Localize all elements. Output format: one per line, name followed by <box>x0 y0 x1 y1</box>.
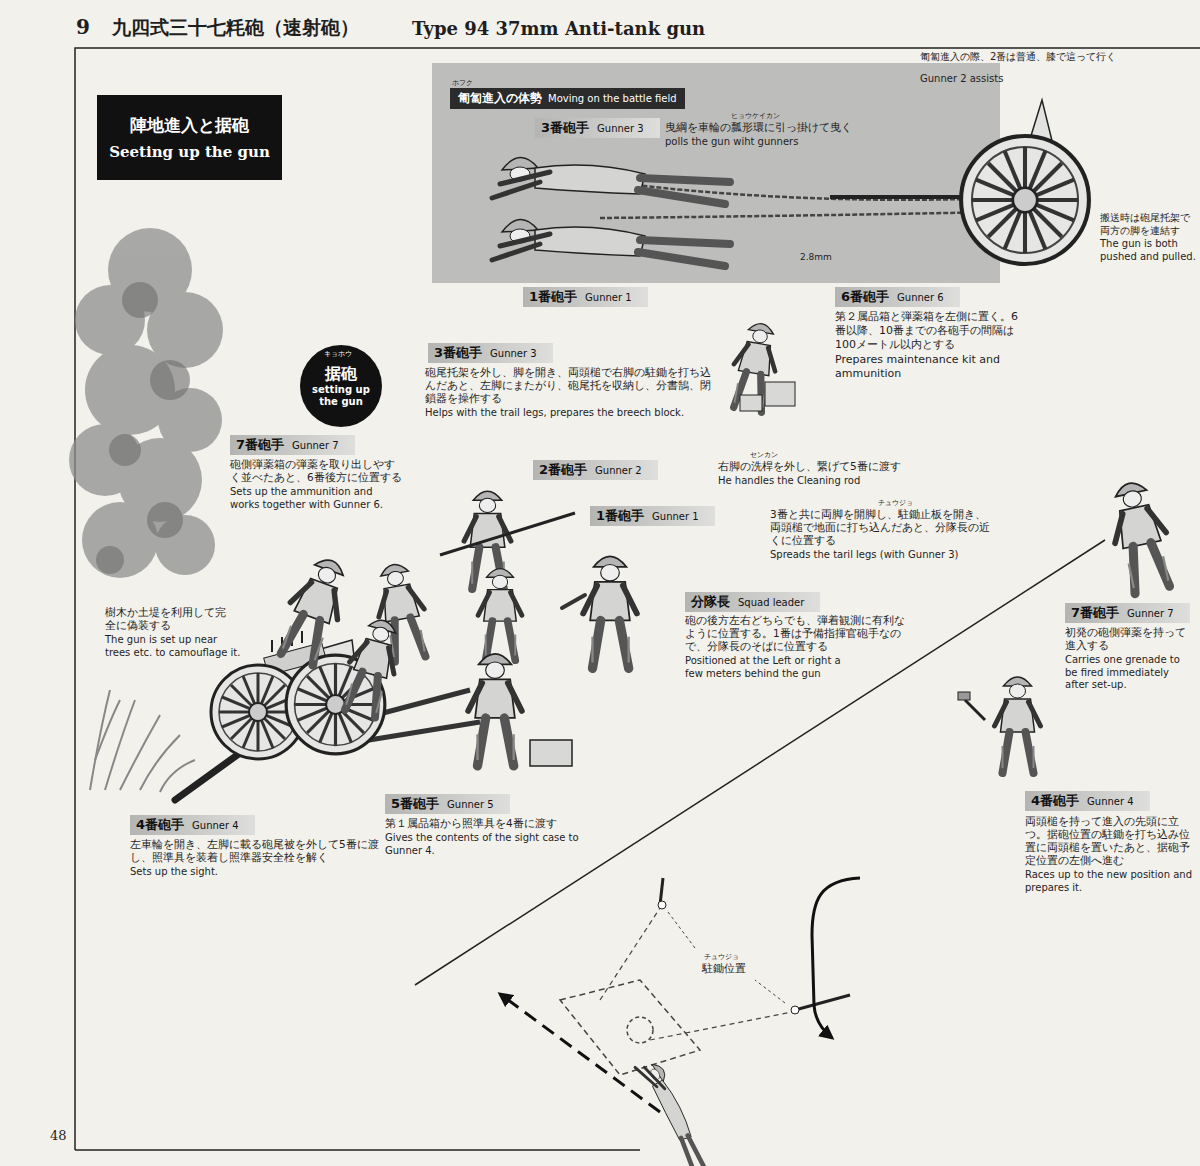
english-text: Gunner 1 <box>585 292 632 303</box>
duty-english: Spreads the taril legs (with Gunner 3) <box>770 549 990 562</box>
heading-text: 陣地進入と据砲 <box>130 114 249 137</box>
duty-text: 初発の砲側弾薬を持って進入する <box>1065 626 1195 652</box>
heading-text: 7番砲手 <box>1071 604 1119 622</box>
heading-text: 2番砲手 <box>539 461 587 479</box>
english-text: Gunner 2 <box>595 465 642 476</box>
duty-english: Carries one grenade to be fired immediat… <box>1065 654 1195 692</box>
english-text: Gunner 4 <box>1087 796 1134 807</box>
english-text: setting up the gun <box>312 384 370 408</box>
duty-english: polls the gun wiht gunners <box>665 136 798 149</box>
gunner-tab: 1番砲手 Gunner 1 <box>523 287 648 307</box>
note: 匍匐進入の際、2番は普通、膝で這って行く <box>920 51 1116 64</box>
heading-text: 4番砲手 <box>1031 792 1079 810</box>
gunner-tab: 4番砲手 Gunner 4 <box>130 815 255 835</box>
furigana: チュウジョ <box>878 499 913 508</box>
note-english: Gunner 2 assists <box>920 73 1003 86</box>
scene-panel: 匍匐進入の体勢 Moving on the battle field 3番砲手 Gun… <box>432 63 1000 283</box>
gunner-tab: 6番砲手 Gunner 6 <box>835 287 960 307</box>
panel-heading: 匍匐進入の体勢 Moving on the battle field <box>450 88 685 109</box>
furigana: センカン <box>750 451 778 460</box>
furigana: チュウジョ <box>704 953 739 962</box>
heading-text: 6番砲手 <box>841 288 889 306</box>
heading-text: 匍匐進入の体勢 <box>458 90 542 107</box>
page-title: 九四式三十七粍砲（速射砲） <box>112 16 359 40</box>
duty-english: Sets up the sight. <box>130 866 218 879</box>
position-label: 駐鋤位置 <box>702 962 746 976</box>
title-box: 陣地進入と据砲 Seeting up the gun <box>97 95 282 180</box>
english-text: Gunner 7 <box>292 440 339 451</box>
english-text: Gunner 5 <box>447 799 494 810</box>
english-text: Gunner 3 <box>490 348 537 359</box>
duty-english: Sets up the ammunition and works togethe… <box>230 486 405 511</box>
duty-text: 両頭槌を持って進入の先頭に立つ。据砲位置の駐鋤を打ち込み位置に両頭槌を置いたあと… <box>1025 815 1193 868</box>
duty-text: 第２属品箱と弾薬箱を左側に置く。6番以降、10番までの各砲手の間隔は100メート… <box>835 310 1025 351</box>
duty-english: He handles the Cleaning rod <box>718 475 860 488</box>
duty-text: 右脚の洗桿を外し、繋げて5番に渡す <box>718 460 901 473</box>
gunner-tab: 5番砲手 Gunner 5 <box>385 794 510 814</box>
duty-text: 砲の後方左右どちらでも、弾着観測に有利なように位置する。1番は予備指揮官砲手なの… <box>685 614 905 653</box>
english-text: Gunner 1 <box>652 511 699 522</box>
heading-text: 5番砲手 <box>391 795 439 813</box>
english-text: Seeting up the gun <box>109 143 270 161</box>
gunner-tab: 1番砲手 Gunner 1 <box>590 506 715 526</box>
furigana: キョホウ <box>324 350 352 359</box>
page-number: 48 <box>50 1128 67 1144</box>
gunner-tab: 7番砲手 Gunner 7 <box>230 435 355 455</box>
gunner-tab: 4番砲手 Gunner 4 <box>1025 791 1150 811</box>
gunner-tab: 2番砲手 Gunner 2 <box>533 460 658 480</box>
heading-text: 据砲 <box>325 364 357 383</box>
heading-text: 4番砲手 <box>136 816 184 834</box>
section-number: 9 <box>76 15 90 40</box>
duty-english: Prepares maintenance kit and ammunition <box>835 353 1025 381</box>
duty-english: Gives the contents of the sight case to … <box>385 832 585 857</box>
duty-english: Helps with the trail legs, prepares the … <box>425 407 725 420</box>
furigana: ホフク <box>452 79 473 88</box>
note-english: The gun is set up near trees etc. to cam… <box>105 634 245 659</box>
duty-text: 左車輪を開き、左脚に載る砲尾被を外して5番に渡し、照準具を装着し照準器安全栓を解… <box>130 838 380 864</box>
duty-english: Races up to the new position and prepare… <box>1025 869 1193 894</box>
duty-text: 砲側弾薬箱の弾薬を取り出しやすく並べたあと、6番後方に位置する <box>230 458 405 484</box>
english-text: Gunner 6 <box>897 292 944 303</box>
title-english: Type 94 37mm Anti-tank gun <box>412 18 705 41</box>
duty-text: 砲尾托架を外し、脚を開き、両頭槌で右脚の駐鋤を打ち込んだあと、左脚にまたがり、砲… <box>425 366 715 405</box>
heading-text: 1番砲手 <box>596 507 644 525</box>
heading-text: 3番砲手 <box>434 344 482 362</box>
english-text: Gunner 3 <box>597 123 644 134</box>
furigana: ヒョウケイカン <box>731 112 780 121</box>
note: 搬送時は砲尾托架で両方の脚を連結す <box>1100 212 1196 237</box>
note: 樹木か土堤を利用して完全に偽装する <box>105 606 235 632</box>
leader-tab: 分隊長 Squad leader <box>685 592 820 612</box>
duty-text: 第１属品箱から照準具を4番に渡す <box>385 817 557 830</box>
duty-text: 曳綱を車輪の瓢形環に引っ掛けて曳く <box>665 121 852 135</box>
duty-english: Positioned at the Left or right a few me… <box>685 655 855 680</box>
heading-text: 1番砲手 <box>529 288 577 306</box>
heading-text: 7番砲手 <box>236 436 284 454</box>
heading-text: 分隊長 <box>691 593 730 611</box>
english-text: Moving on the battle field <box>548 93 677 104</box>
heading-text: 3番砲手 <box>541 119 589 137</box>
english-text: Gunner 4 <box>192 820 239 831</box>
duty-text: 3番と共に両脚を開脚し、駐鋤止板を開き、両頭槌で地面に打ち込んだあと、分隊長の近… <box>770 508 990 547</box>
english-text: Squad leader <box>738 597 804 608</box>
gunner-tab: 3番砲手 Gunner 3 <box>428 343 553 363</box>
dimension: 2.8mm <box>800 252 832 263</box>
gunner-tab: 7番砲手 Gunner 7 <box>1065 603 1190 623</box>
english-text: Gunner 7 <box>1127 608 1174 619</box>
gunner-tab: 3番砲手 Gunner 3 <box>535 118 660 138</box>
note-english: The gun is both pushed and pulled. <box>1100 238 1196 263</box>
